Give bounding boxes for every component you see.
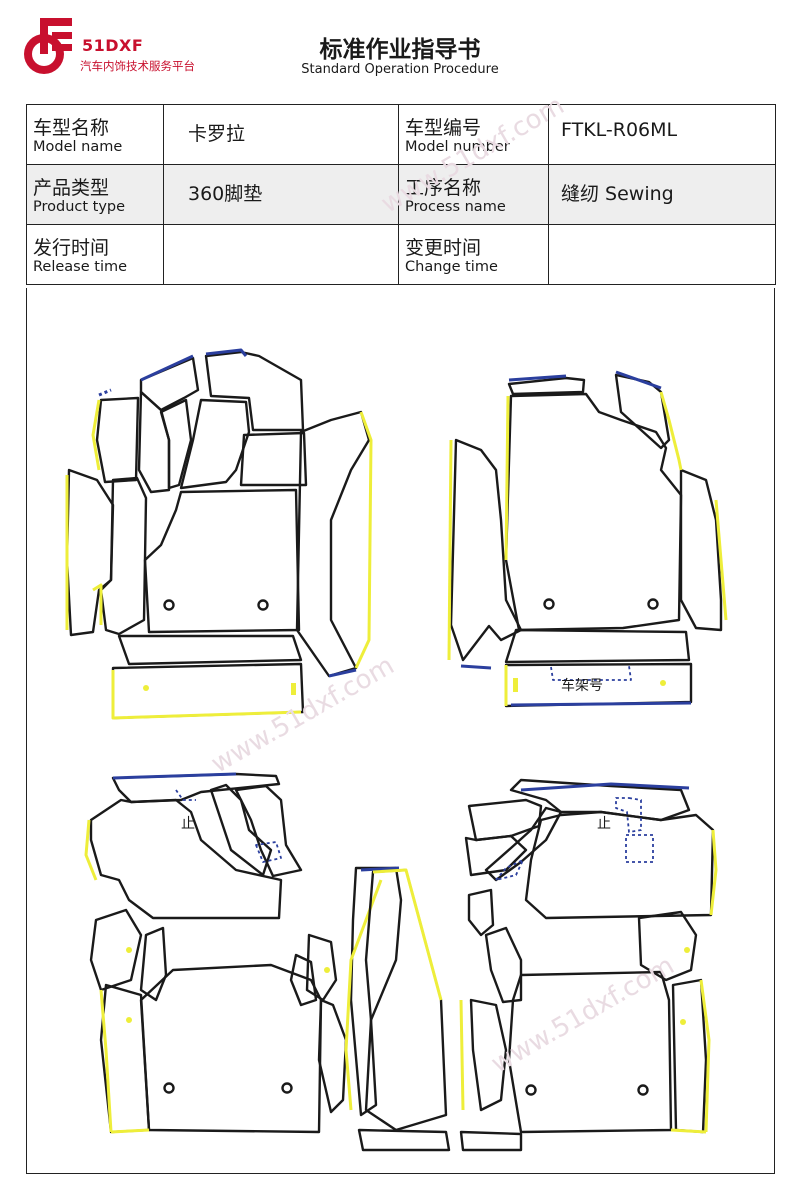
process-name-value: 缝纫 Sewing [561,183,674,205]
center-tunnel-piece [364,868,448,1132]
process-name-label: 工序名称 Process name [398,164,549,225]
pattern-piece [209,783,273,877]
info-row-time: 发行时间 Release time 变更时间 Change time [26,224,776,285]
pattern-piece [679,468,723,632]
pattern-piece [234,784,303,878]
pattern-piece [139,926,168,1002]
release-time-label: 发行时间 Release time [26,224,164,285]
pattern-piece [117,634,303,666]
process-name-cell: 缝纫 Sewing [548,164,776,225]
pattern-piece [614,373,671,450]
model-number-label: 车型编号 Model number [398,104,549,165]
pattern-piece [364,868,448,1132]
pattern-piece [111,662,305,720]
pattern-piece [467,888,495,937]
model-name-label-cn: 车型名称 [33,117,110,139]
pattern-piece [295,410,371,678]
brand-logo-icon [24,18,72,74]
pattern-piece [507,376,586,396]
pattern-piece [349,866,403,1117]
info-row-product: 产品类型 Product type 360脚垫 工序名称 Process nam… [26,164,776,225]
pattern-piece [204,350,305,432]
change-time-label: 变更时间 Change time [398,224,549,285]
pattern-piece [137,390,171,494]
pattern-piece [469,998,508,1112]
model-name-label-en: Model name [33,139,123,155]
pattern-piece [239,431,308,487]
rear-right-mat-pieces: 止 [459,778,718,1152]
pattern-piece [467,798,543,842]
pattern-piece [65,468,115,637]
pattern-piece [357,1128,451,1152]
release-time-label-en: Release time [33,259,128,275]
pattern-piece [484,806,563,882]
release-time-label-cn: 发行时间 [33,237,110,259]
change-time-label-en: Change time [405,259,498,275]
model-name-cell: 卡罗拉 [163,104,399,165]
pattern-piece [179,398,251,490]
brand-name: 51DXF [82,36,144,55]
change-time-cell [548,224,776,285]
pattern-piece [305,933,338,1002]
product-type-label-cn: 产品类型 [33,177,110,199]
process-name-label-cn: 工序名称 [405,177,482,199]
rear-left-mat-pieces: 止 [84,772,451,1152]
pattern-piece [671,978,708,1134]
front-right-mat-pieces: 车架号 [447,370,728,708]
model-number-value: FTKL-R06ML [561,119,678,141]
model-number-label-en: Model number [405,139,510,155]
product-type-cell: 360脚垫 [163,164,399,225]
model-name-value: 卡罗拉 [188,123,246,145]
pattern-piece [507,970,673,1134]
product-type-value: 360脚垫 [188,183,263,205]
release-time-cell [163,224,399,285]
pattern-piece [89,908,143,992]
page-subtitle: Standard Operation Procedure [301,62,499,77]
info-table: 车型名称 Model name 卡罗拉 车型编号 Model number FT… [26,104,776,285]
model-name-label: 车型名称 Model name [26,104,164,165]
floor-mat-pattern-diagram: 车架号 [65,348,728,1152]
change-time-label-cn: 变更时间 [405,237,482,259]
pattern-piece [143,488,301,634]
pattern-piece [637,910,698,982]
pattern-piece [317,998,348,1114]
pattern-piece [484,926,523,1004]
pattern-piece [524,810,715,920]
product-type-label-en: Product type [33,199,126,215]
header: 51DXF 汽车内饰技术服务平台 标准作业指导书 Standard Operat… [0,0,800,100]
model-number-cell: FTKL-R06ML [548,104,776,165]
pattern-piece [504,392,683,632]
pattern-piece [159,398,193,490]
pattern-piece [95,396,140,484]
pattern-piece [449,438,523,662]
pattern-piece [289,953,318,1007]
pattern-piece [509,778,691,822]
page-title: 标准作业指导书 [319,37,481,63]
info-row-model: 车型名称 Model name 卡罗拉 车型编号 Model number FT… [26,104,776,165]
stop-mark-left: 止 [181,816,195,832]
pattern-piece [99,476,148,636]
pattern-piece [459,1130,523,1152]
process-name-label-en: Process name [405,199,506,215]
pattern-piece [464,834,528,877]
stop-mark-right: 止 [597,816,611,832]
pattern-piece [504,628,691,664]
product-type-label: 产品类型 Product type [26,164,164,225]
front-left-mat-pieces [65,348,373,720]
chassis-number-label: 车架号 [561,677,603,694]
brand-tagline: 汽车内饰技术服务平台 [80,59,195,73]
pattern-diagram-panel: 车架号 [26,288,775,1174]
pattern-piece [89,798,283,920]
model-number-label-cn: 车型编号 [405,117,482,139]
